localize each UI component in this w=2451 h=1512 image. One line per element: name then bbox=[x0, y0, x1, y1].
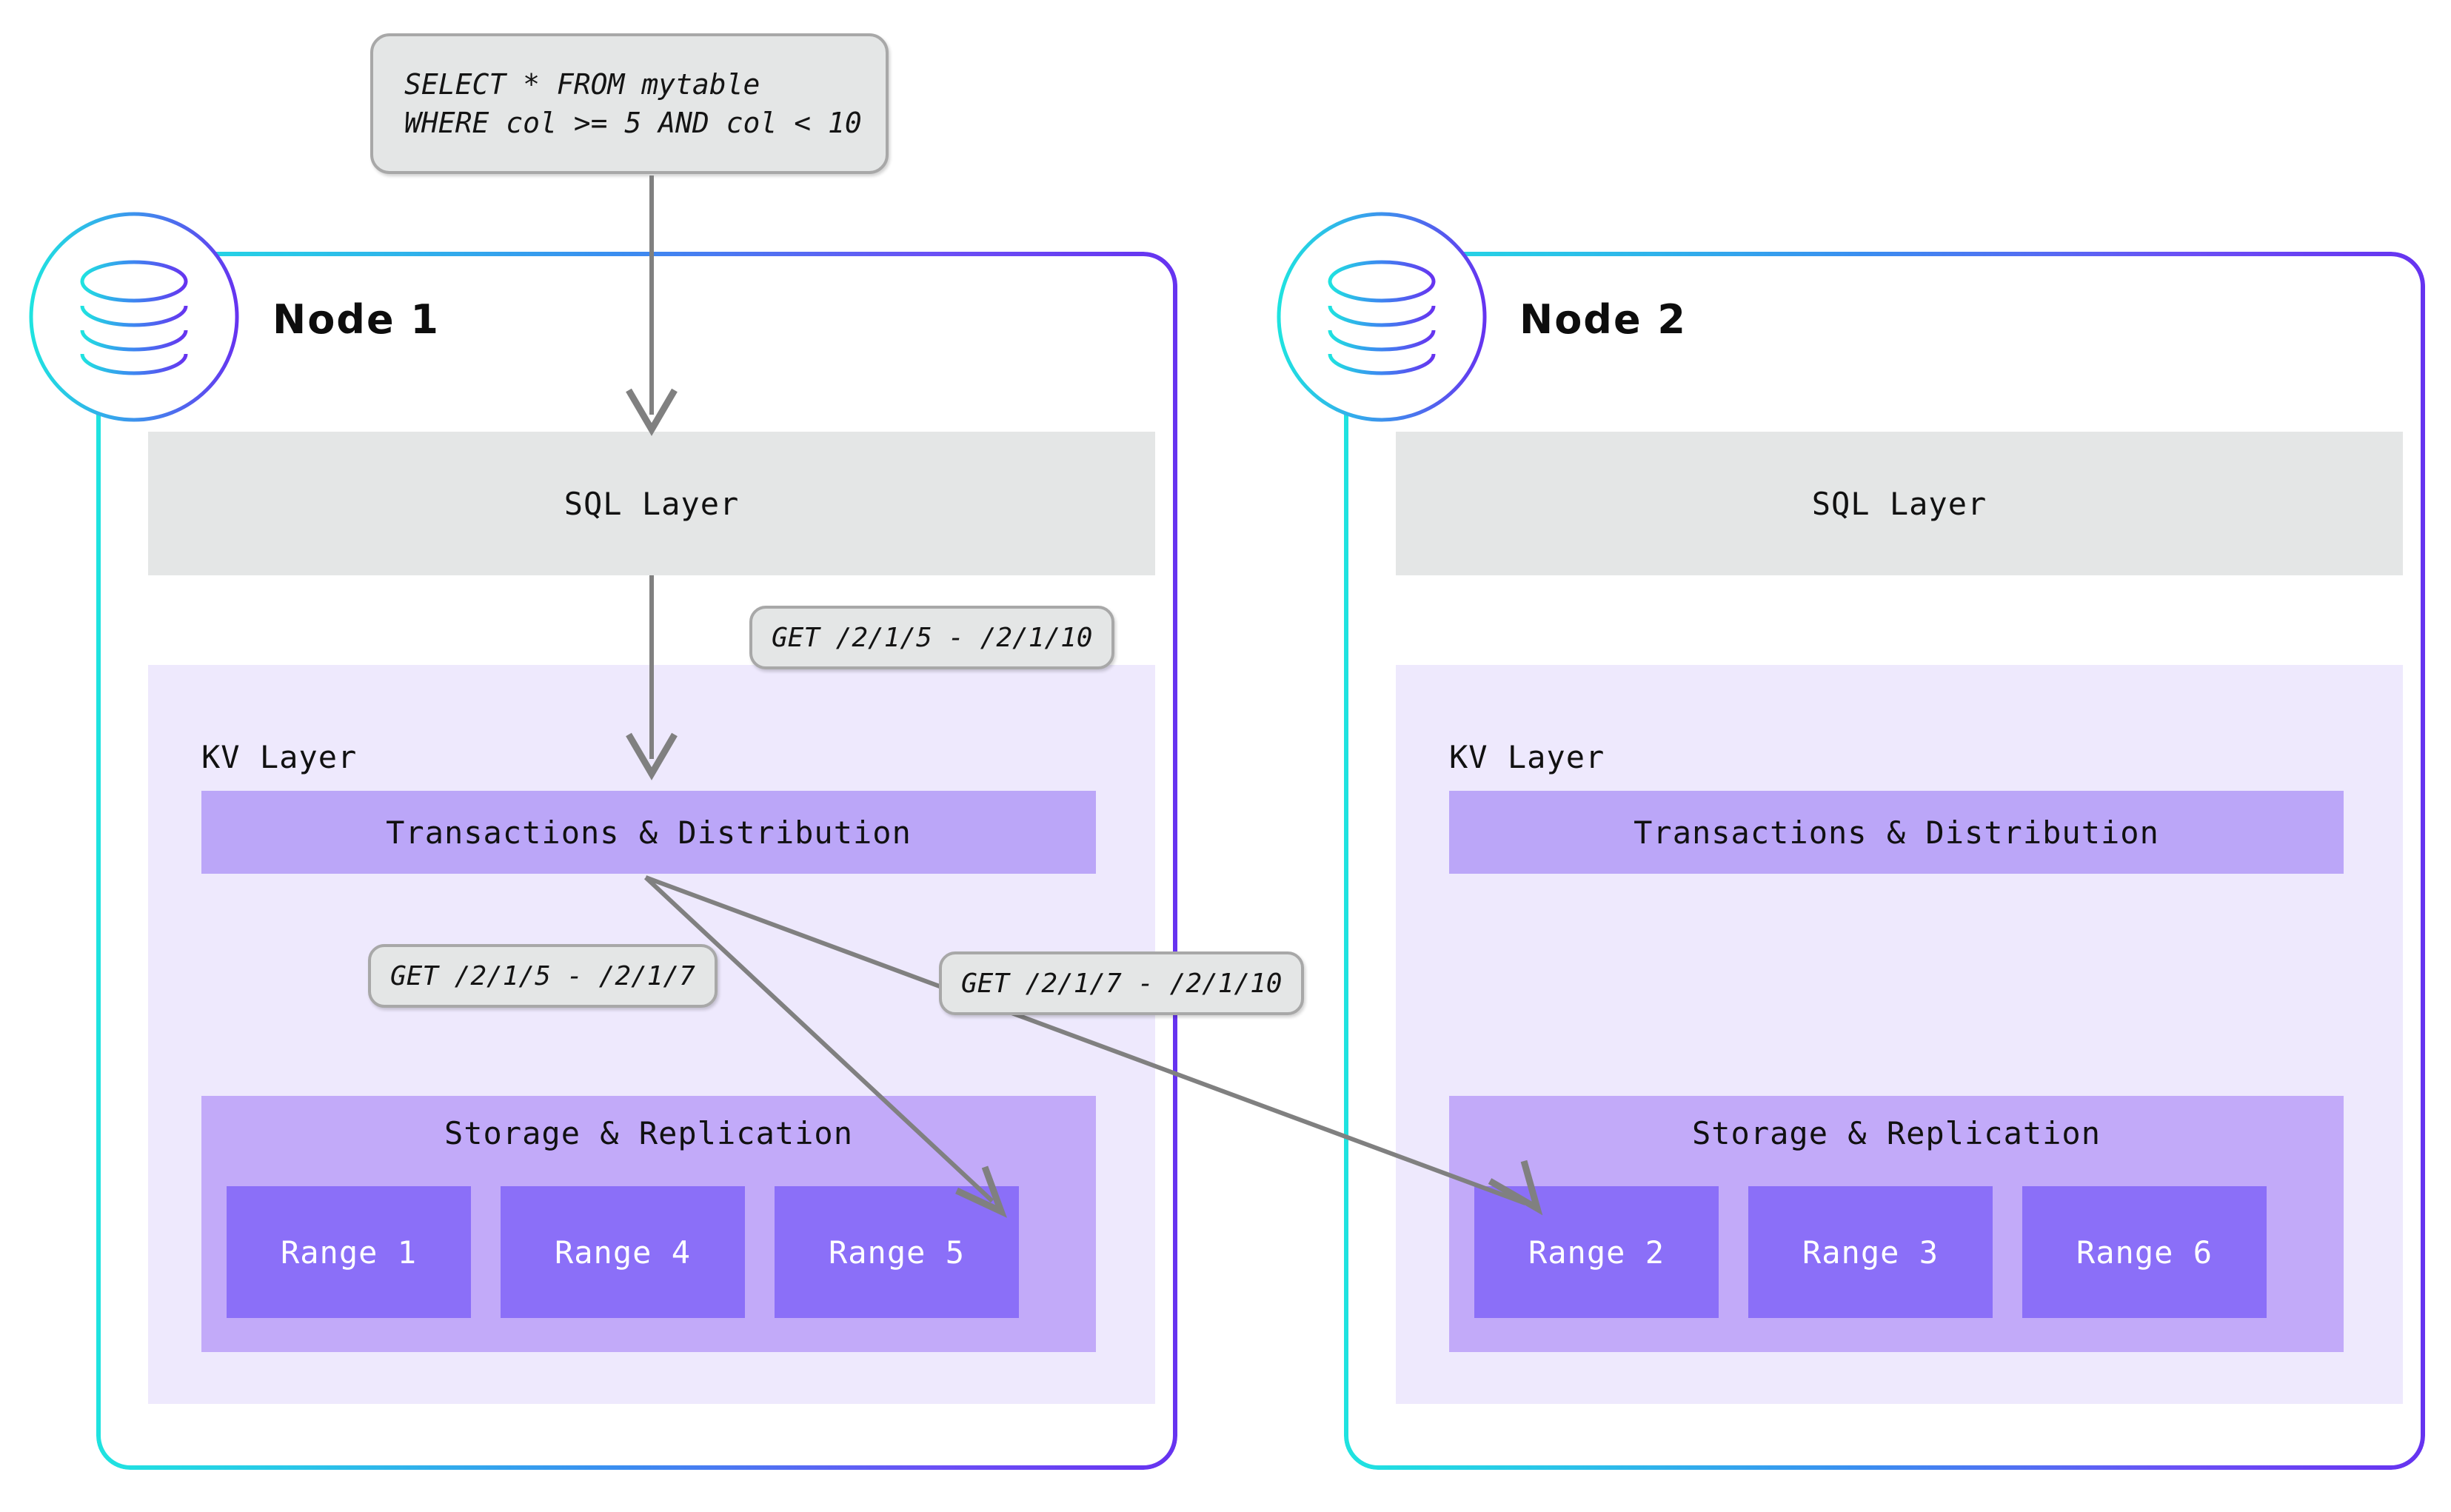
node-1-range-box[interactable]: Range 5 bbox=[775, 1186, 1019, 1318]
node-1-storage-replication-label: Storage & Replication bbox=[444, 1115, 853, 1151]
node-1-range-row: Range 1 Range 4 Range 5 bbox=[227, 1186, 1019, 1318]
node-1-kv-layer-panel: KV Layer Transactions & Distribution Sto… bbox=[148, 665, 1155, 1404]
database-icon bbox=[29, 212, 239, 422]
callout-range-request-remote: GET /2/1/7 - /2/1/10 bbox=[939, 951, 1305, 1015]
node-1-range-box[interactable]: Range 1 bbox=[227, 1186, 471, 1318]
node-2-storage-replication-panel: Storage & Replication Range 2 Range 3 Ra… bbox=[1449, 1096, 2344, 1352]
node-2-range-row: Range 2 Range 3 Range 6 bbox=[1474, 1186, 2267, 1318]
node-2-sql-layer: SQL Layer bbox=[1396, 432, 2403, 575]
node-1-kv-layer-label: KV Layer bbox=[201, 739, 358, 775]
sql-query-line-1: SELECT * FROM mytable bbox=[404, 67, 760, 101]
node-2-transactions-distribution: Transactions & Distribution bbox=[1449, 791, 2344, 874]
node-2-range-box[interactable]: Range 6 bbox=[2022, 1186, 2267, 1318]
node-2-kv-layer-label: KV Layer bbox=[1449, 739, 1605, 775]
node-1-title: Node 1 bbox=[272, 296, 440, 343]
node-2-kv-layer-panel: KV Layer Transactions & Distribution Sto… bbox=[1396, 665, 2403, 1404]
node-1-storage-replication-panel: Storage & Replication Range 1 Range 4 Ra… bbox=[201, 1096, 1096, 1352]
node-2-range-box[interactable]: Range 3 bbox=[1748, 1186, 1993, 1318]
node-1-transactions-distribution: Transactions & Distribution bbox=[201, 791, 1096, 874]
callout-kv-request: GET /2/1/5 - /2/1/10 bbox=[749, 606, 1115, 669]
node-2-title: Node 2 bbox=[1519, 296, 1687, 343]
node-1-database-badge bbox=[26, 209, 242, 425]
node-1-range-box[interactable]: Range 4 bbox=[501, 1186, 745, 1318]
node-2-storage-replication-label: Storage & Replication bbox=[1691, 1115, 2101, 1151]
node-2-database-badge bbox=[1274, 209, 1490, 425]
database-icon bbox=[1277, 212, 1487, 422]
callout-range-request-local: GET /2/1/5 - /2/1/7 bbox=[368, 944, 718, 1008]
sql-query-callout: SELECT * FROM mytable WHERE col >= 5 AND… bbox=[370, 33, 889, 174]
node-2-range-box[interactable]: Range 2 bbox=[1474, 1186, 1719, 1318]
sql-query-line-2: WHERE col >= 5 AND col < 10 bbox=[404, 107, 862, 139]
node-1-sql-layer: SQL Layer bbox=[148, 432, 1155, 575]
